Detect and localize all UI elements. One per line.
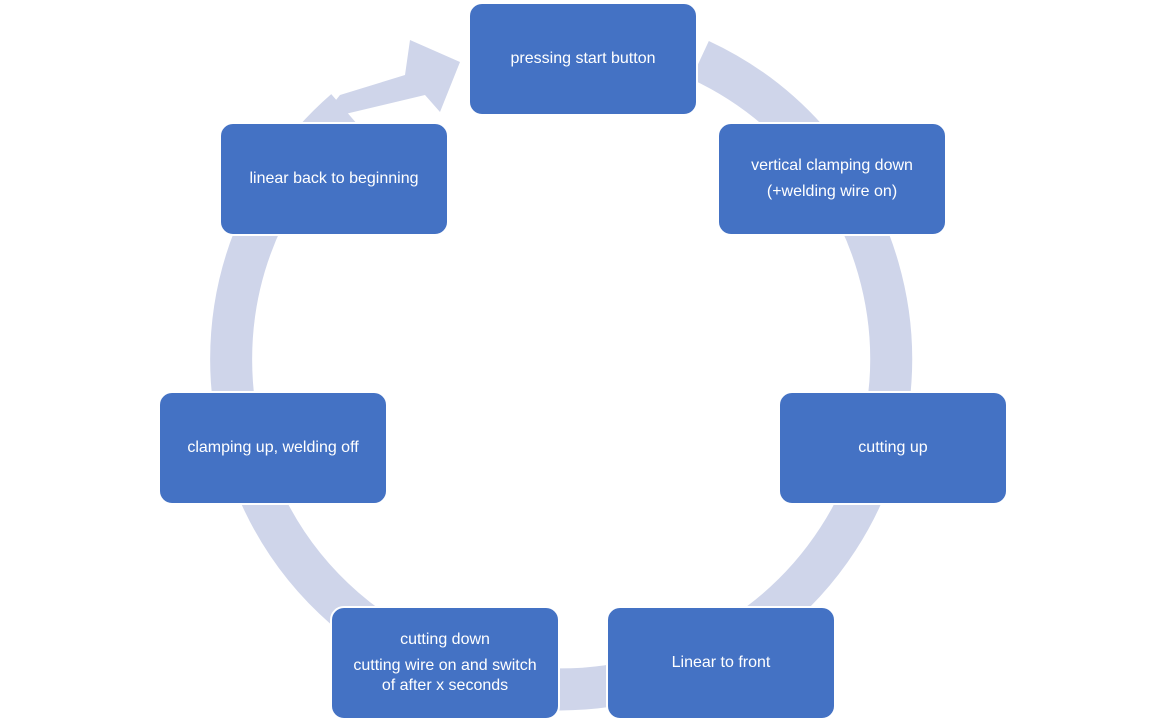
step-label: vertical clamping down — [751, 157, 913, 174]
step-sublabel: cutting wire on and switch — [353, 657, 537, 674]
step-sublabel: (+welding wire on) — [766, 183, 898, 200]
step-label: pressing start button — [510, 50, 656, 67]
step-pressing-start-button: pressing start button — [468, 2, 698, 116]
step-label: cutting up — [858, 439, 928, 456]
step-cutting-down: cutting down cutting wire on and switch … — [330, 606, 560, 720]
step-label: linear back to beginning — [249, 170, 419, 187]
step-linear-back: linear back to beginning — [219, 122, 449, 236]
step-label: Linear to front — [671, 654, 771, 671]
cycle-arrow-head-icon — [320, 40, 460, 120]
step-label: clamping up, welding off — [187, 439, 359, 456]
step-linear-to-front: Linear to front — [606, 606, 836, 720]
step-label: cutting down — [400, 631, 490, 648]
step-sublabel: of after x seconds — [381, 677, 509, 694]
step-vertical-clamping-down: vertical clamping down (+welding wire on… — [717, 122, 947, 236]
step-clamping-up: clamping up, welding off — [158, 391, 388, 505]
step-cutting-up: cutting up — [778, 391, 1008, 505]
